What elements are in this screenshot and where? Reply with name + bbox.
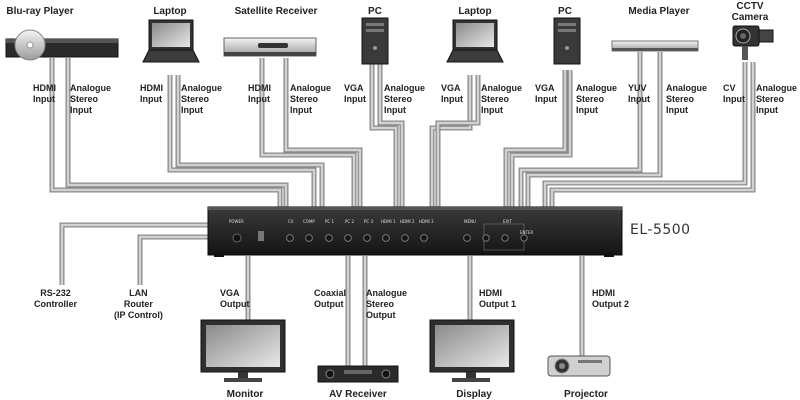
switcher-indicator (258, 231, 264, 241)
input-select-button (286, 234, 294, 242)
laptop-icon (142, 19, 200, 63)
pc-tower-icon (361, 17, 389, 65)
device-title-cctv: CCTV Camera (731, 1, 769, 23)
input-select-button (344, 234, 352, 242)
cable-bluray-audio (65, 58, 289, 212)
panel-label-hdmi2: HDMI 2 (400, 219, 415, 224)
output-label-coaxial: Coaxial Output (314, 288, 347, 309)
device-title-laptop-2: Laptop (458, 6, 492, 17)
nav-right-button (520, 234, 528, 242)
input-select-button (401, 234, 409, 242)
input-label-hdmi-laptop: HDMI Input (140, 83, 163, 104)
cable-laptop2-vga (429, 75, 473, 212)
panel-label-pc1: PC 1 (325, 219, 335, 224)
display-icon (429, 319, 515, 382)
menu-button (463, 234, 471, 242)
input-label-hdmi-satellite: HDMI Input (248, 83, 271, 104)
cable-rs232 (59, 222, 210, 285)
output-label-audio-out: Analogue Stereo Output (366, 288, 408, 320)
output-label-vga: VGA Output (220, 288, 250, 309)
projector-icon (547, 355, 611, 377)
output-label-hdmi-1: HDMI Output 1 (479, 288, 516, 309)
panel-label-cv: CV (288, 219, 294, 224)
cable-pc2-audio (509, 70, 573, 212)
cable-cctv-cv (542, 62, 748, 212)
panel-label-exit: EXIT (503, 219, 512, 224)
input-label-yuv-media: YUV Input (628, 83, 650, 104)
input-select-button (325, 234, 333, 242)
panel-label-pc2: PC 2 (345, 219, 355, 224)
cable-laptop2-audio (435, 75, 481, 212)
switcher-model-name: EL-5500 (630, 222, 691, 238)
input-label-vga-laptop: VGA Input (441, 83, 463, 104)
input-label-vga-pc-2: VGA Input (535, 83, 557, 104)
cctv-camera-icon (732, 25, 774, 60)
input-label-vga-pc-1: VGA Input (344, 83, 366, 104)
nav-center-button (501, 234, 509, 242)
cable-satellite-hdmi (259, 58, 357, 212)
cable-pc2-vga (503, 70, 568, 212)
device-title-av-receiver: AV Receiver (329, 389, 387, 400)
panel-label-menu: MENU (464, 219, 476, 224)
bluray-player-icon (5, 29, 119, 61)
device-title-laptop-1: Laptop (153, 6, 187, 17)
cable-lan (137, 234, 210, 285)
input-label-hdmi-bluray: HDMI Input (33, 83, 56, 104)
input-select-button (363, 234, 371, 242)
av-receiver-icon (317, 365, 399, 383)
input-label-audio-laptop: Analogue Stereo Input (181, 83, 223, 115)
panel-label-comp: COMP (303, 219, 315, 224)
panel-label-hdmi3: HDMI 3 (419, 219, 434, 224)
input-label-audio-bluray: Analogue Stereo Input (70, 83, 112, 115)
power-button (232, 233, 242, 243)
device-title-monitor: Monitor (226, 389, 264, 400)
device-title-satellite: Satellite Receiver (234, 6, 318, 17)
input-label-cv-cctv: CV Input (723, 83, 745, 104)
switcher-foot-left (214, 253, 224, 257)
monitor-icon (200, 319, 286, 382)
output-label-rs232: RS-232 Controller (34, 288, 78, 309)
cable-media-yuv (518, 52, 643, 212)
input-select-button (382, 234, 390, 242)
cable-satellite-audio (283, 58, 363, 212)
cable-laptop-audio (175, 75, 325, 212)
device-title-media-player: Media Player (628, 6, 690, 17)
device-title-display: Display (456, 389, 492, 400)
media-player-icon (611, 40, 699, 52)
device-title-pc-2: PC (558, 6, 572, 17)
laptop-icon (446, 19, 504, 63)
cable-media-audio (525, 52, 663, 212)
input-label-audio-cctv: Analogue Stereo Input (756, 83, 798, 115)
device-title-projector: Projector (564, 389, 608, 400)
switcher-foot-right (604, 253, 614, 257)
cable-pc1-vga (369, 62, 399, 212)
panel-label-enter: ENTER (520, 230, 534, 235)
cable-bluray-hdmi (49, 58, 283, 212)
cable-pc1-audio (377, 62, 405, 212)
switcher-box (207, 206, 623, 257)
cable-laptop-hdmi (167, 75, 317, 212)
satellite-receiver-icon (223, 37, 317, 57)
output-label-hdmi-2: HDMI Output 2 (592, 288, 629, 309)
input-label-audio-satellite: Analogue Stereo Input (290, 83, 332, 115)
input-label-audio-media: Analogue Stereo Input (666, 83, 708, 115)
nav-left-button (482, 234, 490, 242)
pc-tower-icon (553, 17, 581, 65)
device-title-bluray: Blu-ray Player (6, 6, 74, 17)
panel-label-hdmi1: HDMI 1 (381, 219, 396, 224)
input-label-audio-laptop-2: Analogue Stereo Input (481, 83, 523, 115)
input-label-audio-pc-1: Analogue Stereo Input (384, 83, 426, 115)
panel-label-pc3: PC 3 (364, 219, 374, 224)
output-label-lan: LAN Router (IP Control) (114, 288, 163, 320)
input-select-button (420, 234, 428, 242)
panel-label-power: POWER (229, 219, 244, 224)
cable-cctv-audio (549, 62, 756, 212)
input-label-audio-pc-2: Analogue Stereo Input (576, 83, 618, 115)
device-title-pc-1: PC (368, 6, 382, 17)
input-select-button (305, 234, 313, 242)
